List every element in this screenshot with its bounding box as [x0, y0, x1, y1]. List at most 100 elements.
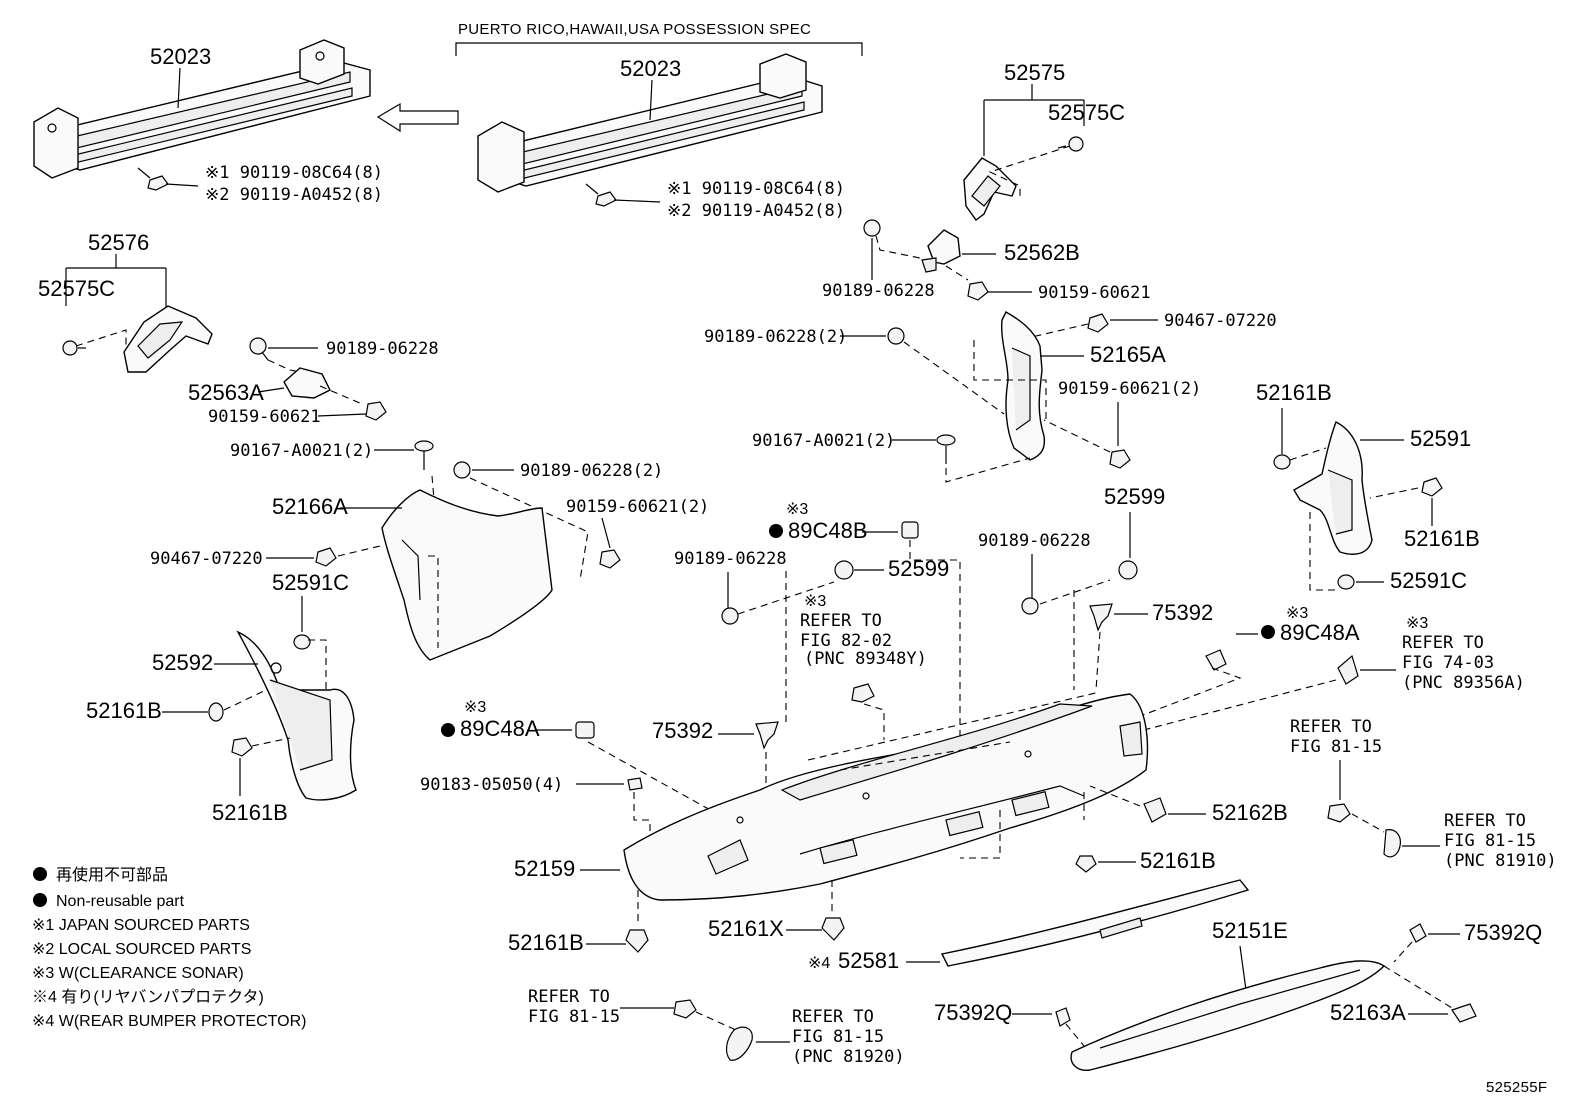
clip-90189-e-label: 90189-06228	[674, 549, 787, 569]
sonar-89c48b-label: 89C48B	[788, 518, 868, 543]
bracket-rh-c-label: 52575C	[1048, 100, 1125, 125]
refer-8202-line-2: FIG 82-02	[800, 631, 892, 651]
sonar-bracket-icon	[851, 683, 875, 703]
clip-75392-a-icon	[1089, 603, 1113, 632]
sonar-89c48a-l-label: 89C48A	[460, 716, 540, 741]
protector-52581-part	[940, 879, 1250, 967]
legend-note1: ※1 JAPAN SOURCED PARTS	[32, 917, 250, 934]
retainer-52161b-4-label: 52161B	[1404, 526, 1480, 551]
retainer-52163a-label: 52163A	[1330, 1000, 1406, 1025]
retainer-52161b-2-icon	[231, 737, 253, 757]
legend-note2: ※2 LOCAL SOURCED PARTS	[32, 941, 251, 958]
clip-75392q-a-icon	[1409, 923, 1427, 943]
retainer-52161b-5-icon	[1075, 855, 1097, 873]
side-52166a-part	[381, 489, 553, 661]
support-52591-label: 52591	[1410, 426, 1471, 451]
clip-90189-f-icon	[1021, 597, 1039, 615]
sonar-89c48b-icon	[901, 521, 919, 539]
refer-8202-note: ※3	[804, 593, 826, 610]
screw-90467-a-icon	[315, 547, 337, 567]
screw-90167-a-icon	[414, 440, 434, 470]
clip-90189-c-label: 90189-06228	[822, 281, 935, 301]
lamp-fastener-r-icon	[1327, 803, 1351, 823]
spec-note: PUERTO RICO,HAWAII,USA POSSESSION SPEC	[458, 21, 811, 38]
refer-8115-r-line-1: REFER TO	[1290, 717, 1372, 737]
bolt-90159-c-label: 90159-60621	[1038, 283, 1151, 303]
nut-52599-a-label: 52599	[888, 556, 949, 581]
retainer-52161x-label: 52161X	[708, 916, 784, 941]
lamp-fastener-l-icon	[673, 999, 697, 1019]
nut-52599-b-label: 52599	[1104, 484, 1165, 509]
support-52591-part	[1293, 421, 1373, 555]
retainer-52562b-part	[921, 229, 961, 273]
reflector-l-icon	[725, 1026, 753, 1061]
legend-note4: ※4 W(REAR BUMPER PROTECTOR)	[32, 1013, 306, 1030]
clip-90183-icon	[627, 777, 643, 791]
refer-8115-l-line-2: FIG 81-15	[528, 1007, 620, 1027]
bolt-right-icon	[585, 183, 617, 207]
retainer-52163a-icon	[1451, 1003, 1477, 1023]
nonreusable-jp-bullet-icon	[33, 867, 47, 881]
bumper-cover-part	[623, 691, 1149, 901]
clip-90189-e-icon	[721, 607, 739, 625]
clip-75392q-b-label: 75392Q	[934, 1000, 1012, 1025]
refer-7403-line-2: FIG 74-03	[1402, 653, 1494, 673]
sonar-89c48a-r-icon	[1205, 649, 1227, 671]
clip-90189-d-label: 90189-06228(2)	[704, 327, 847, 347]
reinforcement-left-part	[33, 39, 371, 179]
figure-code: 525255F	[1486, 1079, 1547, 1096]
refer-81910-line-3: (PNC 81910)	[1444, 851, 1557, 871]
bracket-52162b-icon	[1143, 797, 1167, 823]
retainer-52591c-l-label: 52591C	[272, 570, 349, 595]
retainer-52161b-3-label: 52161B	[1256, 380, 1332, 405]
screw-90167-a-label: 90167-A0021(2)	[230, 441, 373, 461]
clip-90183-label: 90183-05050(4)	[420, 775, 563, 795]
clip-90189-c-icon	[863, 219, 881, 237]
bracket-rh-label: 52575	[1004, 60, 1065, 85]
retainer-52161b-2-label: 52161B	[212, 800, 288, 825]
refer-7403-line-1: REFER TO	[1402, 633, 1484, 653]
retainer-52161b-4-icon	[1421, 477, 1443, 497]
bracket-lh-label: 52576	[88, 230, 149, 255]
reinforcement-left-label: 52023	[150, 44, 211, 69]
moulding-52151e-part	[1070, 960, 1386, 1071]
nut-52599-a-icon	[834, 560, 854, 580]
nonreusable-dot-3-icon	[441, 723, 455, 737]
nonreusable-dot-1-icon	[769, 524, 783, 538]
screw-90467-a-label: 90467-07220	[150, 549, 263, 569]
clip-90189-a-label: 90189-06228	[326, 339, 439, 359]
nut-52599-b-icon	[1118, 560, 1138, 580]
bolt-90159-d-icon	[1109, 449, 1131, 469]
side-52166a-label: 52166A	[272, 494, 348, 519]
bolt-left-label-1: ※1 90119-08C64(8)	[205, 163, 383, 183]
bumper-cover-label: 52159	[514, 856, 575, 881]
sonar-89c48a-l-icon	[575, 721, 595, 739]
bracket-lh-part	[123, 305, 213, 373]
clip-75392q-a-label: 75392Q	[1464, 920, 1542, 945]
clip-90189-d-icon	[887, 327, 905, 345]
retainer-52161b-3-icon	[1273, 454, 1291, 470]
bolt-left-icon	[137, 167, 169, 191]
legend-note3: ※3 W(CLEARANCE SONAR)	[32, 965, 244, 982]
sonar-note-1: ※3	[786, 501, 808, 518]
retainer-52161b-1-label: 52161B	[86, 698, 162, 723]
refer-8202-line-1: REFER TO	[800, 611, 882, 631]
refer-8202-line-3: (PNC 89348Y)	[804, 649, 927, 669]
legend: 再使用不可部品 Non-reusable part ※1 JAPAN SOURC…	[32, 866, 306, 1030]
protector-note: ※4	[808, 955, 830, 972]
bolt-left-label-2: ※2 90119-A0452(8)	[205, 185, 383, 205]
sonar-sensor-icon	[1337, 654, 1359, 685]
refer-7403-line-3: (PNC 89356A)	[1402, 673, 1525, 693]
refer-8115-r-line-2: FIG 81-15	[1290, 737, 1382, 757]
refer-81920-line-2: FIG 81-15	[792, 1027, 884, 1047]
refer-81910-line-1: REFER TO	[1444, 811, 1526, 831]
nonreusable-dot-2-icon	[1261, 625, 1275, 639]
retainer-52563a-label: 52563A	[188, 380, 264, 405]
clip-75392-b-icon	[755, 721, 779, 750]
sonar-note-3: ※3	[464, 699, 486, 716]
retainer-52161b-6-icon	[625, 929, 649, 953]
bolt-90159-a-icon	[365, 401, 387, 421]
bracket-rh-part	[963, 157, 1017, 221]
legend-nonreusable-jp: 再使用不可部品	[56, 866, 168, 884]
